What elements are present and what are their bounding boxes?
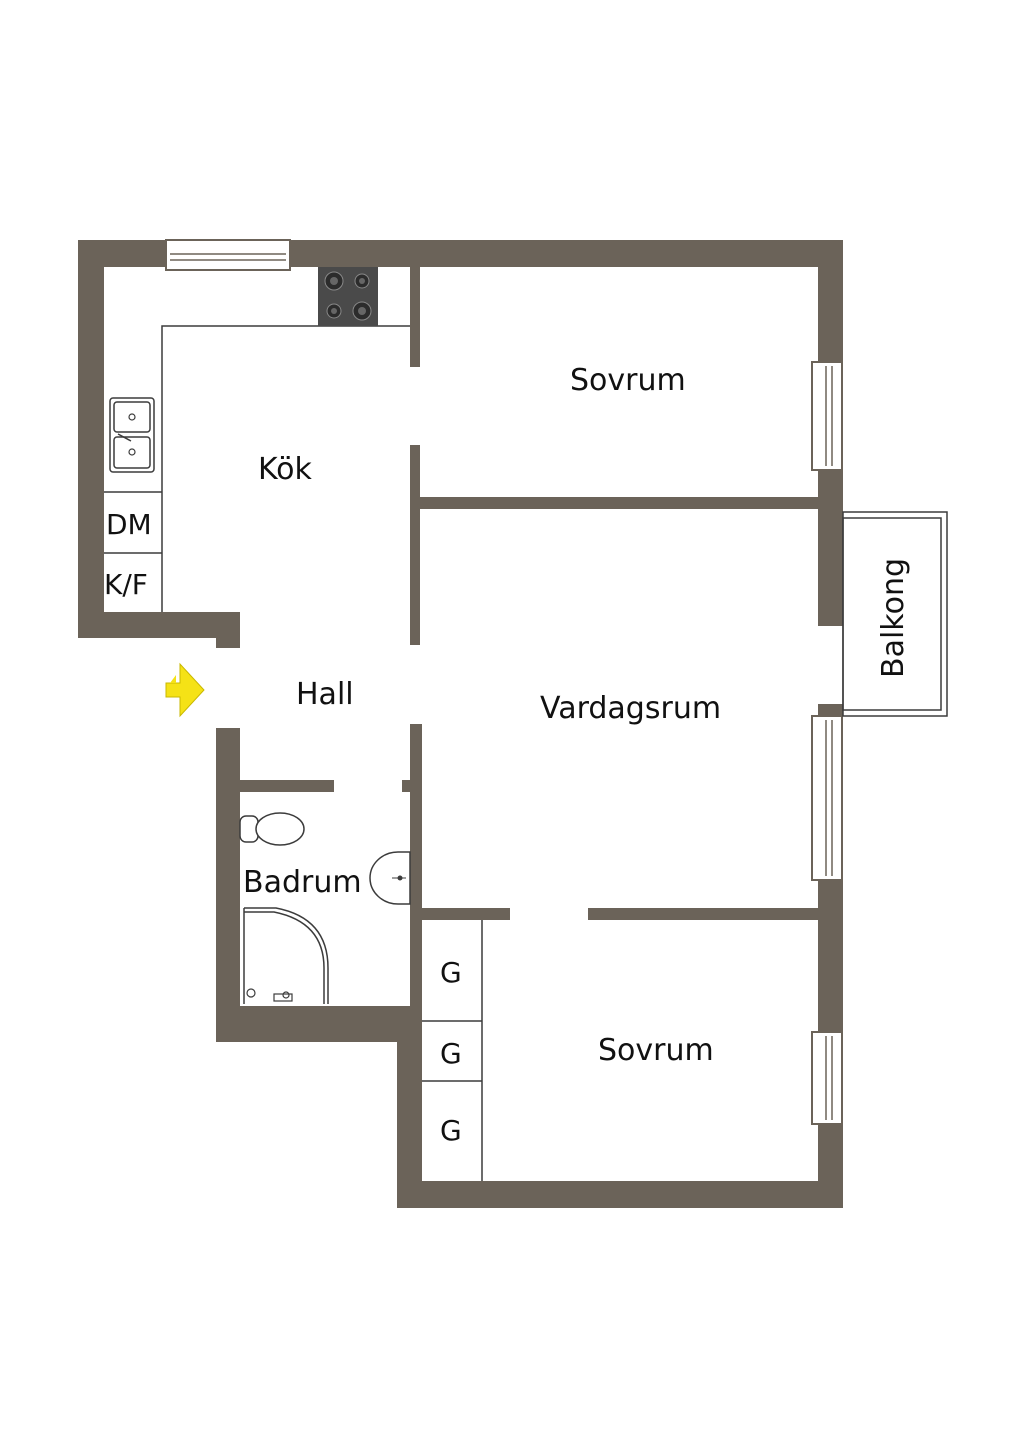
washbasin-icon: [369, 851, 411, 905]
window-bedroom-top: [811, 361, 843, 471]
room-label-bathroom: Badrum: [243, 865, 362, 900]
closet-label: G: [440, 1037, 462, 1070]
dishwasher-label: DM: [106, 508, 152, 541]
entrance-arrow-icon: [165, 662, 205, 718]
closet-label: G: [440, 1114, 462, 1147]
interior-walls: [240, 267, 818, 1008]
balcony: [842, 511, 948, 717]
outer-walls: [78, 240, 843, 1208]
toilet-icon: [239, 812, 305, 846]
room-label-kitchen: Kök: [258, 452, 313, 487]
closets: [422, 920, 483, 1181]
room-label-bedroom-top: Sovrum: [570, 363, 686, 398]
room-label-balcony: Balkong: [876, 558, 911, 678]
shower-icon: [243, 907, 329, 1004]
room-label-hall: Hall: [296, 677, 354, 712]
window-living: [811, 715, 843, 881]
window-top-kitchen: [165, 239, 291, 271]
room-label-living-room: Vardagsrum: [540, 691, 721, 726]
stove-icon: [318, 267, 378, 326]
room-label-bedroom-bottom: Sovrum: [598, 1033, 714, 1068]
kitchen-sink-icon: [109, 397, 155, 473]
fridge-freezer-label: K/F: [104, 568, 148, 601]
window-bedroom-bottom: [811, 1031, 843, 1125]
closet-label: G: [440, 956, 462, 989]
